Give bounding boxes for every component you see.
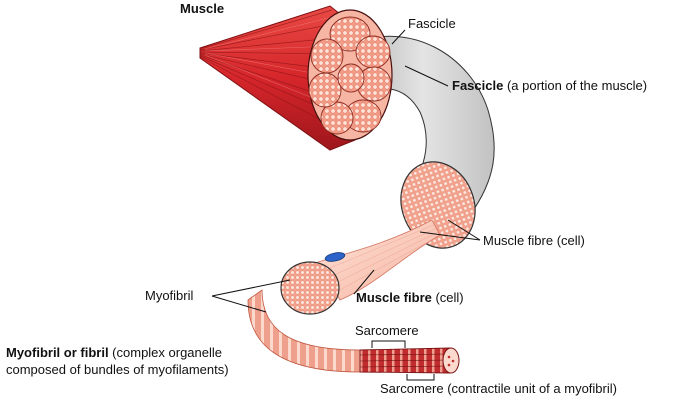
label-muscle-fibre-callout: Muscle fibre (cell)	[483, 233, 585, 248]
label-muscle-fibre-title: Muscle fibre	[356, 290, 432, 305]
label-myofibril-line1: Myofibril or fibril (complex organelle	[6, 345, 222, 360]
leader-fascicle-top	[391, 29, 406, 45]
muscle-cross-section	[307, 9, 393, 141]
fibre-striations	[329, 223, 440, 293]
label-myofibril-desc-1: (complex organelle	[109, 345, 222, 360]
sarcomere-bracket-top	[371, 340, 406, 348]
label-fascicle-callout: Fascicle	[408, 16, 456, 31]
label-myofibril-line2: composed of bundles of myofilaments)	[6, 362, 229, 377]
myofibril-segment	[359, 347, 460, 374]
leader-lines	[211, 29, 481, 313]
muscle-fibre-strand	[317, 219, 441, 301]
leader-myofibril-2	[211, 295, 267, 313]
leader-myofibril-1	[211, 279, 291, 297]
label-myofibril-callout: Myofibril	[145, 288, 194, 303]
label-sarcomere-desc: (contractile unit of a myofibril)	[444, 381, 617, 396]
label-myofibril-title: Myofibril or fibril	[6, 345, 109, 360]
label-fascicle-title: Fascicle	[452, 78, 503, 93]
label-sarcomere-title: Sarcomere	[380, 381, 444, 396]
label-muscle-fibre: Muscle fibre (cell)	[356, 290, 464, 305]
leader-fascicle-tube	[404, 65, 449, 87]
nucleus-shape	[324, 252, 346, 262]
leader-fibre-1	[419, 231, 481, 241]
label-sarcomere-callout: Sarcomere	[355, 323, 419, 338]
label-sarcomere: Sarcomere (contractile unit of a myofibr…	[380, 381, 617, 396]
label-muscle-fibre-desc: (cell)	[432, 290, 464, 305]
muscle-fibre-cross-section	[280, 261, 340, 315]
label-fascicle-desc: (a portion of the muscle)	[503, 78, 647, 93]
leader-fibre-2	[447, 219, 481, 241]
sarcomere-bracket-bottom	[406, 374, 435, 381]
label-fascicle: Fascicle (a portion of the muscle)	[452, 78, 647, 93]
leader-muscle-fibre	[353, 269, 375, 295]
label-muscle: Muscle	[180, 1, 224, 16]
